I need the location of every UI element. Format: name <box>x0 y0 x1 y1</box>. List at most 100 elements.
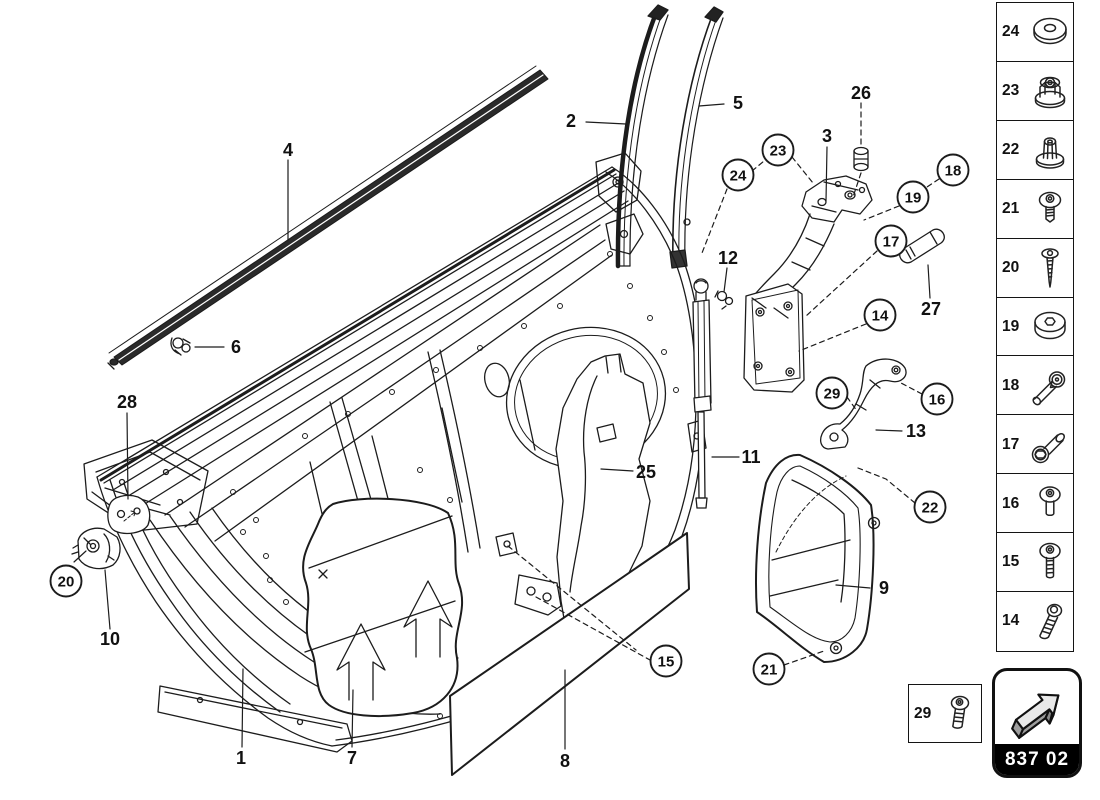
callout-circle-29[interactable]: 29 <box>815 376 849 410</box>
callout-circle-number: 24 <box>730 168 747 185</box>
part-7-sound-pad <box>302 497 464 717</box>
callout-circle-16[interactable]: 16 <box>920 382 954 416</box>
cap-nut-icon <box>1027 128 1073 172</box>
callout-circle-outline <box>752 652 786 686</box>
part-10-hinge-receiver <box>71 527 121 570</box>
part-2-window-channel <box>615 4 669 269</box>
legend-item-number: 15 <box>1002 553 1020 571</box>
legend-item-18[interactable]: 18 <box>996 355 1074 417</box>
callout-label-28[interactable]: 28 <box>117 392 137 412</box>
callout-label-7[interactable]: 7 <box>347 748 357 768</box>
callout-label-8[interactable]: 8 <box>560 751 570 771</box>
legend-item-number: 16 <box>1002 494 1020 512</box>
page-reference-box[interactable]: 837 02 <box>992 668 1082 778</box>
part-28-plate <box>107 494 151 535</box>
screw-angled-icon <box>939 692 983 736</box>
callout-circle-outline <box>649 644 683 678</box>
part-27-pin <box>899 228 945 264</box>
callout-label-2[interactable]: 2 <box>566 111 576 131</box>
long-screw-icon <box>1027 246 1073 290</box>
callout-label-27[interactable]: 27 <box>921 299 941 319</box>
callout-label-6[interactable]: 6 <box>231 337 241 357</box>
callout-label-9[interactable]: 9 <box>879 578 889 598</box>
legend-item-22[interactable]: 22 <box>996 119 1074 181</box>
legend-item-24[interactable]: 24 <box>996 2 1074 63</box>
flange-bolt-angled-icon <box>1027 423 1073 467</box>
legend-item-number: 22 <box>1002 141 1020 159</box>
callout-circle-24[interactable]: 24 <box>721 158 755 192</box>
callout-circle-number: 15 <box>658 654 675 671</box>
part-13-bracket <box>820 358 907 450</box>
callout-label-13[interactable]: 13 <box>906 421 926 441</box>
part-1-door-shell <box>83 152 707 753</box>
legend-item-number: 23 <box>1002 82 1020 100</box>
callout-label-26[interactable]: 26 <box>851 83 871 103</box>
callout-circle-number: 22 <box>922 500 939 517</box>
legend-item-number: 14 <box>1002 612 1020 630</box>
legend-item-20[interactable]: 20 <box>996 237 1074 299</box>
callout-label-11[interactable]: 11 <box>741 447 760 467</box>
callout-circle-20[interactable]: 20 <box>49 564 83 598</box>
callout-circle-19[interactable]: 19 <box>896 180 930 214</box>
part-9-frame-panel <box>755 453 881 663</box>
callout-circle-17[interactable]: 17 <box>874 224 908 258</box>
callout-label-4[interactable]: 4 <box>283 140 293 160</box>
long-bolt-angled-icon <box>1027 364 1073 408</box>
callout-circle-outline <box>896 180 930 214</box>
legend-item-number: 18 <box>1002 376 1020 394</box>
part-4-weatherstrip <box>107 65 549 370</box>
callout-circle-outline <box>913 490 947 524</box>
part-5-window-channel <box>669 6 724 269</box>
callout-circle-number: 21 <box>761 662 778 679</box>
legend-item-number: 19 <box>1002 317 1020 335</box>
callout-circle-14[interactable]: 14 <box>863 298 897 332</box>
callout-circle-number: 17 <box>883 234 900 251</box>
spacer-washer-icon <box>1027 305 1073 349</box>
callout-circle-outline <box>721 158 755 192</box>
flange-nut-icon <box>1027 69 1073 113</box>
callout-circle-number: 29 <box>824 386 841 403</box>
legend-item-number: 17 <box>1002 435 1020 453</box>
part-3-hinge <box>743 175 873 393</box>
legend-item-21[interactable]: 21 <box>996 178 1074 240</box>
pan-screw-short-icon <box>1027 187 1073 231</box>
legend-item-14[interactable]: 14 <box>996 591 1074 652</box>
inset-box-number: 29 <box>914 704 932 722</box>
legend-item-number: 24 <box>1002 23 1020 41</box>
legend-item-23[interactable]: 23 <box>996 60 1074 122</box>
washer-flat-icon <box>1027 10 1073 54</box>
legend-item-19[interactable]: 19 <box>996 296 1074 358</box>
dashed-leader-lines <box>507 102 940 666</box>
callout-label-3[interactable]: 3 <box>822 126 832 146</box>
legend-item-17[interactable]: 17 <box>996 414 1074 475</box>
leader-lines <box>73 103 931 750</box>
arrow-icon <box>995 671 1079 744</box>
callout-label-10[interactable]: 10 <box>100 629 120 649</box>
pan-screw-icon <box>1027 482 1073 526</box>
callout-circle-15[interactable]: 15 <box>649 644 683 678</box>
inset-box-29[interactable]: 29 <box>908 684 982 743</box>
callout-label-25[interactable]: 25 <box>636 462 656 482</box>
callout-label-12[interactable]: 12 <box>718 248 738 268</box>
callout-circle-outline <box>874 224 908 258</box>
part-25-bracket-panel <box>495 353 651 659</box>
callout-circle-number: 16 <box>929 392 946 409</box>
part-11-gas-strut <box>692 278 712 509</box>
callout-circle-outline <box>920 382 954 416</box>
callout-circle-number: 14 <box>872 308 889 325</box>
callout-label-1[interactable]: 1 <box>236 748 246 768</box>
part-8-protective-sheet <box>449 532 690 776</box>
callout-circle-number: 23 <box>770 143 787 160</box>
legend-item-15[interactable]: 15 <box>996 532 1074 593</box>
legend-item-16[interactable]: 16 <box>996 473 1074 534</box>
callout-label-5[interactable]: 5 <box>733 93 743 113</box>
callout-circle-23[interactable]: 23 <box>761 133 795 167</box>
callout-circle-22[interactable]: 22 <box>913 490 947 524</box>
part-26-cap <box>853 146 869 172</box>
callout-circle-21[interactable]: 21 <box>752 652 786 686</box>
legend-item-number: 20 <box>1002 258 1020 276</box>
catalog-page-code: 837 02 <box>995 744 1079 775</box>
callout-circle-18[interactable]: 18 <box>936 153 970 187</box>
